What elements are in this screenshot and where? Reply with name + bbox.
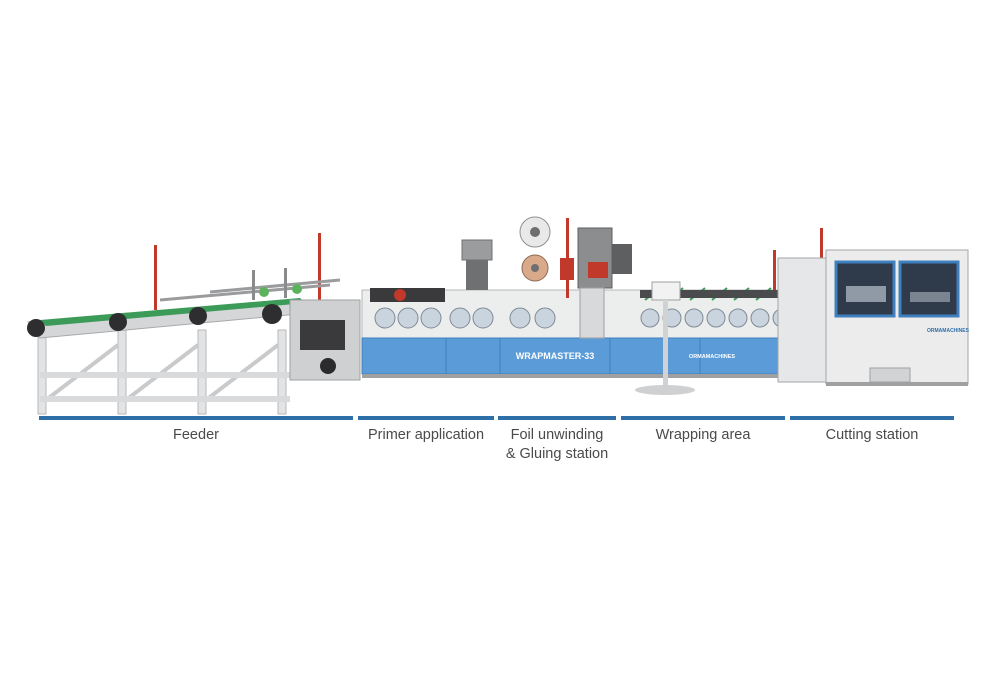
section-label-primer: Primer application: [367, 427, 485, 443]
section-bar-cutting: [790, 416, 954, 420]
main-machine-body: WRAPMASTER-33 ORMAMACHINES: [361, 216, 798, 395]
svg-text:ORMAMACHINES: ORMAMACHINES: [927, 328, 970, 334]
cutting-station: ORMAMACHINES: [777, 228, 970, 386]
brand-plate-text: ORMAMACHINES: [689, 354, 735, 360]
section-bar-foil-gluing: [498, 416, 616, 420]
section-label-wrapping: Wrapping area: [655, 427, 751, 443]
model-plate-text: WRAPMASTER-33: [516, 351, 595, 361]
section-label-feeder: Feeder: [173, 427, 219, 443]
feeder-unit: [27, 233, 361, 415]
section-bar-primer: [358, 416, 494, 420]
section-label-cutting: Cutting station: [825, 427, 919, 443]
section-bar-feeder: [39, 416, 353, 420]
section-bar-wrapping: [621, 416, 785, 420]
section-label-foil-gluing: Foil unwinding & Gluing station: [505, 427, 609, 462]
